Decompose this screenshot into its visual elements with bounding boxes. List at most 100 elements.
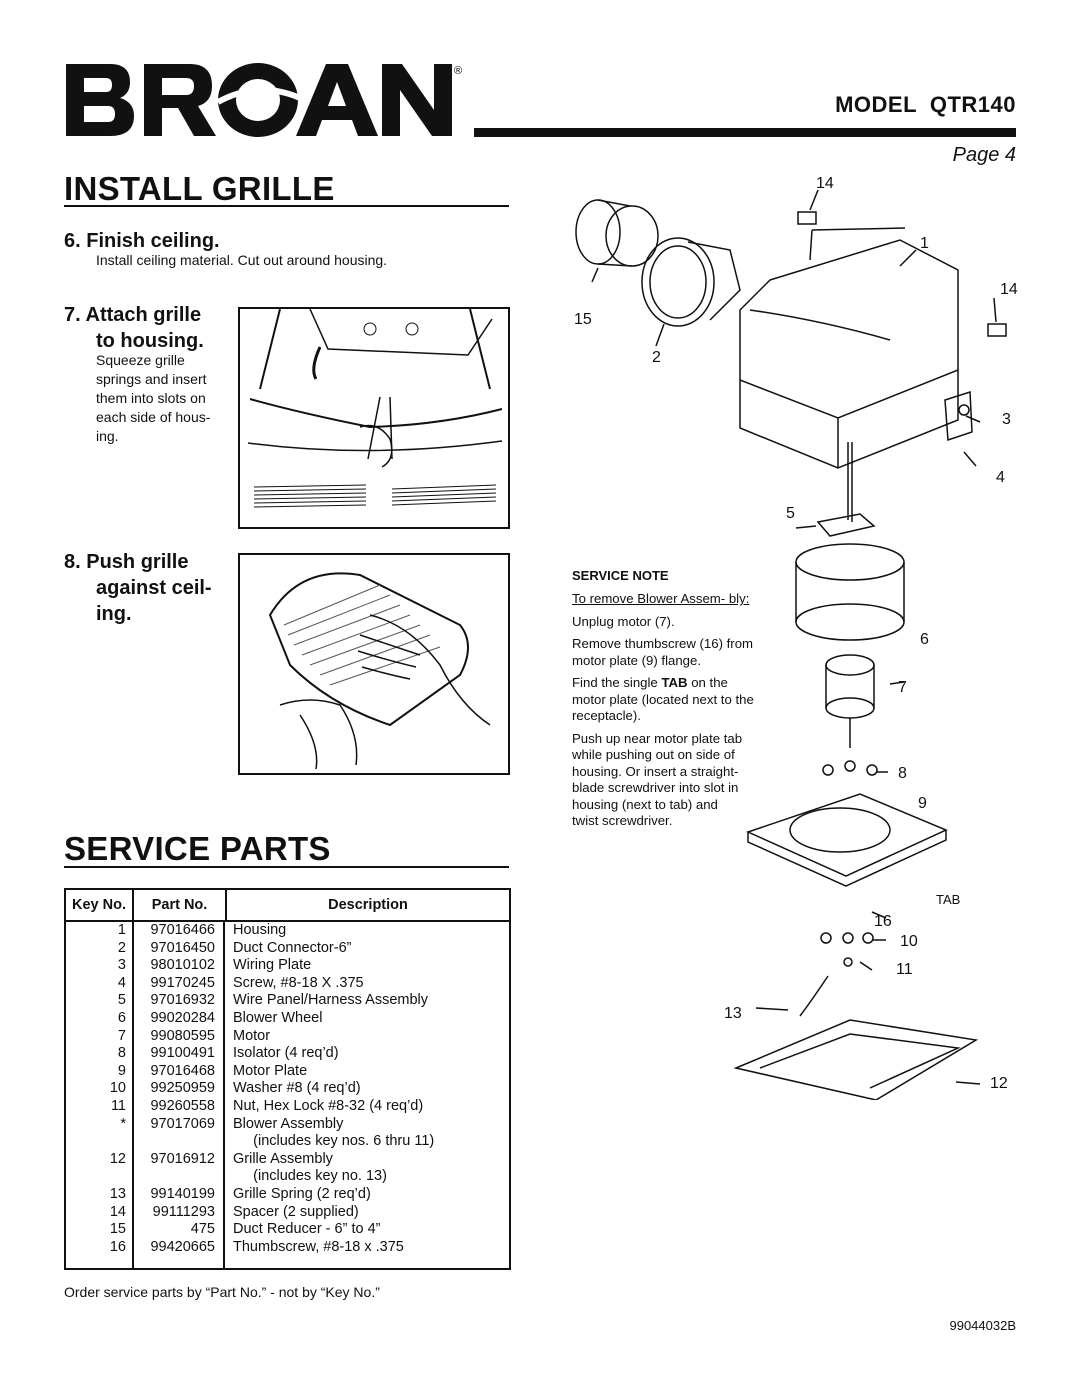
cell-part-no: 475 [190, 1221, 215, 1238]
cell-description: Wiring Plate [233, 957, 312, 974]
service-note-p4: Push up near motor plate tab while pushi… [572, 730, 743, 812]
cell-description: (includes key no. 13) [233, 1168, 387, 1185]
cell-key-no: 10 [109, 1080, 126, 1097]
label-2: 2 [652, 349, 661, 366]
label-11: 11 [896, 961, 913, 978]
cell-key-no: 9 [117, 1062, 126, 1079]
col-description: Description [328, 897, 408, 913]
cell-key-no [66, 1168, 132, 1186]
step6-title: 6. Finish ceiling. [64, 230, 220, 252]
step8-title-3: ing. [96, 603, 132, 625]
table-row: 14 99111293 Spacer (2 supplied) [66, 1204, 509, 1222]
step7-body: Squeeze grille springs and insert them i… [96, 352, 211, 444]
cell-part-no: 99260558 [150, 1097, 215, 1114]
cell-description: Duct Connector-6” [233, 939, 352, 956]
service-parts-rule [64, 866, 509, 868]
cell-key-no: 3 [117, 957, 126, 974]
label-15: 15 [574, 311, 592, 328]
cell-part-no: 99080595 [150, 1027, 215, 1044]
table-row: (includes key nos. 6 thru 11) [66, 1133, 509, 1151]
order-note: Order service parts by “Part No.” - not … [64, 1284, 380, 1300]
service-note-p5: twist screwdriver. [572, 813, 673, 828]
cell-description: Motor Plate [233, 1062, 308, 1079]
label-10: 10 [900, 933, 918, 950]
cell-description: Wire Panel/Harness Assembly [233, 992, 429, 1009]
page-number: Page 4 [952, 144, 1016, 166]
push-grille-figure [238, 553, 510, 775]
cell-description: Motor [233, 1027, 271, 1044]
label-4: 4 [996, 469, 1005, 486]
service-parts-title: SERVICE PARTS [64, 830, 331, 867]
cell-key-no: 12 [109, 1150, 126, 1167]
step6-body: Install ceiling material. Cut out around… [96, 252, 388, 268]
table-row: 9 97016468 Motor Plate [66, 1063, 509, 1081]
install-rule [64, 205, 509, 207]
step8-title-2: against ceil- [96, 577, 212, 599]
cell-description: Grille Assembly [233, 1150, 333, 1167]
cell-description: Housing [233, 922, 287, 938]
cell-key-no: 7 [117, 1027, 126, 1044]
cell-key-no: 14 [109, 1203, 126, 1220]
col-part-no: Part No. [134, 890, 227, 920]
cell-description: Nut, Hex Lock #8-32 (4 req’d) [233, 1097, 424, 1114]
label-13: 13 [724, 1005, 742, 1022]
install-title: INSTALL GRILLE [64, 170, 335, 207]
label-6: 6 [920, 631, 929, 648]
cell-part-no: 97016468 [150, 1062, 215, 1079]
cell-description: Blower Assembly [233, 1115, 344, 1132]
attach-grille-figure [238, 307, 510, 529]
table-row: 10 99250959 Washer #8 (4 req’d) [66, 1080, 509, 1098]
cell-description: Spacer (2 supplied) [233, 1203, 359, 1220]
cell-key-no: * [120, 1115, 126, 1132]
registered-mark: ® [454, 65, 462, 77]
col-key-no: Key No. [66, 890, 134, 920]
cell-part-no: 99100491 [150, 1045, 215, 1062]
cell-key-no: 1 [117, 922, 126, 938]
table-row: 7 99080595 Motor [66, 1028, 509, 1046]
label-14a: 14 [816, 175, 834, 192]
cell-key-no: 8 [117, 1045, 126, 1062]
cell-part-no: 99111293 [152, 1203, 215, 1220]
cell-key-no: 16 [109, 1238, 126, 1255]
step7-title-1: 7. Attach grille [64, 304, 202, 326]
parts-table-header: Key No. Part No. Description [66, 890, 509, 922]
label-1: 1 [920, 235, 929, 252]
cell-part-no: 98010102 [150, 957, 215, 974]
cell-key-no: 15 [109, 1221, 126, 1238]
service-note-p3: Find the single TAB on the motor plate (… [572, 675, 754, 723]
cell-description: Screw, #8-18 X .375 [233, 974, 364, 991]
table-row: 15 475 Duct Reducer - 6” to 4” [66, 1221, 509, 1239]
cell-part-no: 97016450 [150, 939, 215, 956]
cell-description: (includes key nos. 6 thru 11) [233, 1133, 435, 1150]
step8-title-1: 8. Push grille [64, 551, 189, 573]
cell-description: Washer #8 (4 req’d) [233, 1080, 361, 1097]
label-5: 5 [786, 505, 795, 522]
document-number: 99044032B [949, 1318, 1016, 1333]
cell-part-no: 97017069 [150, 1115, 215, 1132]
table-row: (includes key no. 13) [66, 1168, 509, 1186]
cell-description: Grille Spring (2 req’d) [233, 1185, 371, 1202]
cell-description: Isolator (4 req’d) [233, 1045, 339, 1062]
cell-description: Duct Reducer - 6” to 4” [233, 1221, 381, 1238]
header-rule [474, 128, 1016, 137]
cell-key-no: 5 [117, 992, 126, 1009]
service-note-title: SERVICE NOTE [572, 568, 669, 583]
cell-part-no [132, 1168, 223, 1186]
broan-logo: ® [66, 63, 462, 137]
service-note-p1: Unplug motor (7). [572, 613, 675, 629]
label-12: 12 [990, 1075, 1008, 1092]
cell-part-no: 99250959 [150, 1080, 215, 1097]
step7-title-2: to housing. [96, 330, 204, 352]
cell-key-no [66, 1133, 132, 1151]
table-row: * 97017069 Blower Assembly [66, 1116, 509, 1134]
label-14b: 14 [1000, 281, 1018, 298]
cell-description: Thumbscrew, #8-18 x .375 [233, 1238, 404, 1255]
